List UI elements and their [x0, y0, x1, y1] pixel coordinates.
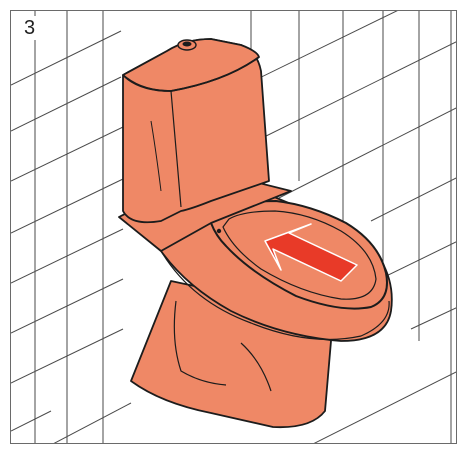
instruction-panel: 3	[10, 10, 457, 444]
toilet	[119, 39, 392, 427]
illustration	[11, 11, 457, 444]
step-number: 3	[22, 16, 37, 40]
flush-button	[178, 40, 196, 50]
